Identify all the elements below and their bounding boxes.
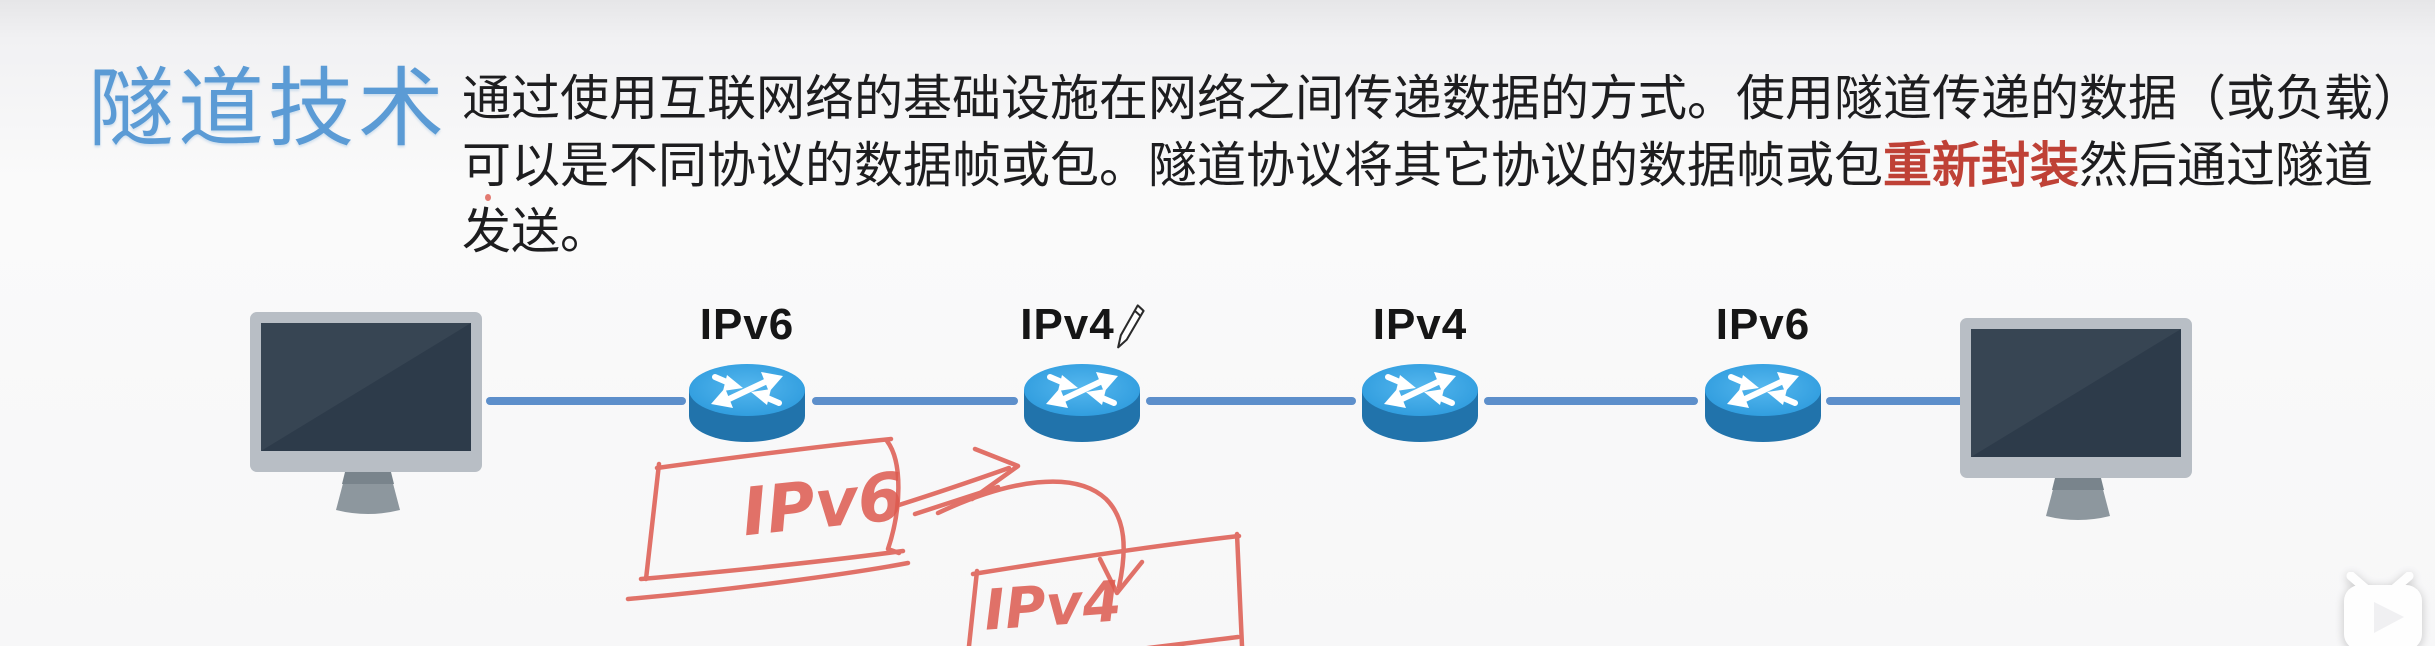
router-4 [1705,362,1821,444]
network-link [1826,397,1966,405]
router-icon [689,362,805,444]
slide-title: 隧道技术 [88,59,448,159]
annotation-box2-bottom [1146,634,1241,646]
network-link [1146,397,1356,405]
annotation-box2-right [1234,531,1245,646]
paragraph-text: 通过使用互联网络的基础设施在网络之间传递数据的方式。使用隧道传递的数据（或负载） [462,70,2423,127]
computer-monitor-icon [248,310,488,520]
paragraph-text: 可以是不同协议的数据帧或包。隧道协议将其它协议的数据帧或包 [462,137,1884,194]
paragraph-text: 然后通过隧道 [2079,137,2374,194]
pen-cursor-icon [1116,304,1145,349]
router-1 [689,362,805,444]
router-label-text: IPv4 [1372,300,1468,349]
network-link [486,397,686,405]
router-icon [1705,362,1821,444]
router-4-label: IPv6 [1653,300,1873,350]
annotation-arrow-shaft [896,465,1012,508]
network-link [812,397,1018,405]
annotation-box1-bottom [638,548,906,582]
annotation-box2-top [970,533,1242,577]
router-3-label: IPv4 [1310,300,1530,350]
handwritten-ipv4: IPv4 [981,569,1124,644]
annotation-box1-left [643,461,662,582]
paragraph-line-3: 发送。 [462,199,2422,265]
router-1-label: IPv6 [637,300,857,350]
right-computer [1958,316,2198,526]
computer-monitor-icon [1958,316,2198,526]
annotation-arrowhead [969,446,1021,502]
handwritten-ipv6: IPv6 [738,457,908,552]
left-computer [248,310,488,520]
router-label-text: IPv6 [1715,300,1811,349]
router-2 [1024,362,1140,444]
tv-play-watermark-icon [2344,572,2422,646]
router-label-text: IPv4 [1020,300,1115,349]
annotation-underline [625,560,911,602]
red-pen-dot [485,194,491,201]
highlighted-text: 重新封装 [1883,136,2080,194]
paragraph-line-1: 通过使用互联网络的基础设施在网络之间传递数据的方式。使用隧道传递的数据（或负载） [462,66,2422,132]
router-icon [1362,362,1478,444]
router-2-label: IPv4 [972,300,1192,350]
paragraph-line-2: 可以是不同协议的数据帧或包。隧道协议将其它协议的数据帧或包重新封装然后通过隧道 [462,132,2422,199]
router-icon [1024,362,1140,444]
paragraph-text: 发送。 [462,203,610,260]
router-label-text: IPv6 [699,300,795,349]
annotation-arrow-shaft2 [912,484,1001,517]
network-link [1484,397,1698,405]
intro-paragraph: 通过使用互联网络的基础设施在网络之间传递数据的方式。使用隧道传递的数据（或负载）… [462,66,2422,265]
router-3 [1362,362,1478,444]
annotation-box2-left [966,568,980,646]
